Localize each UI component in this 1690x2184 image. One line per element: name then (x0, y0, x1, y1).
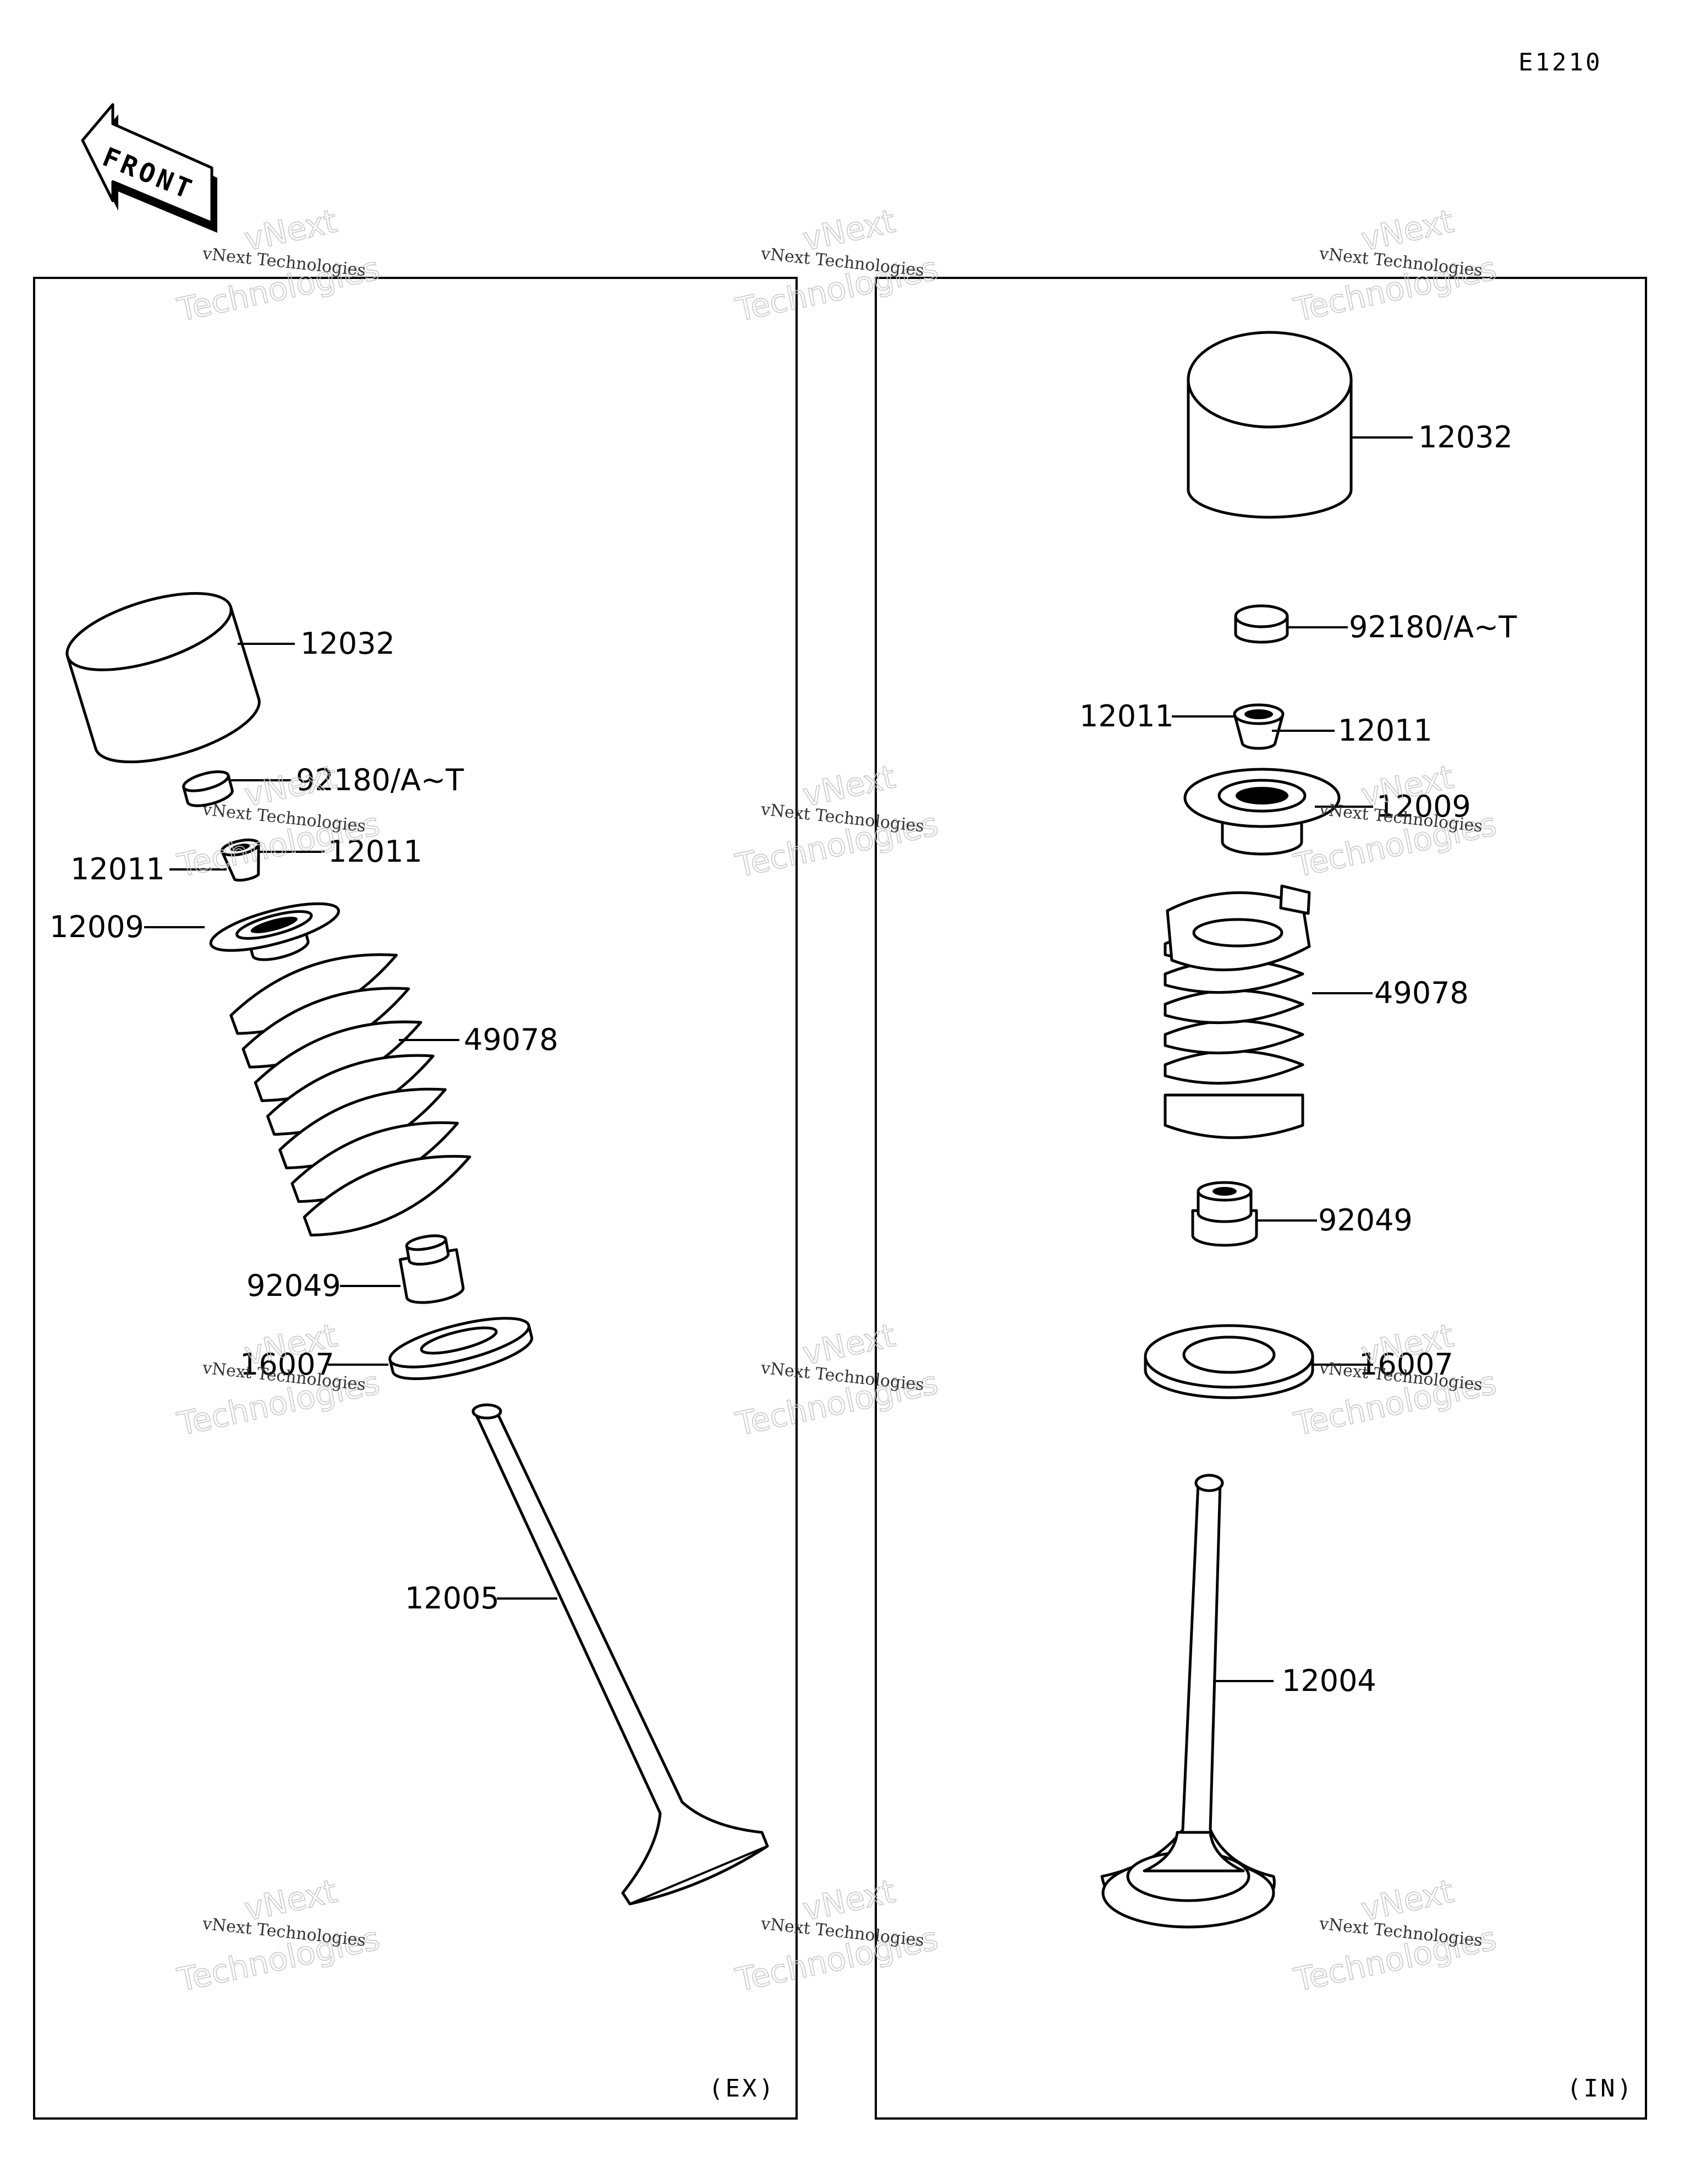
tappet-part (1187, 331, 1353, 519)
retainer-part (1183, 768, 1341, 856)
label-retainer-in: 12009 (1376, 789, 1471, 824)
front-arrow-icon: FRONT (81, 103, 217, 233)
label-valve-in: 12004 (1282, 1663, 1376, 1698)
keeper-part (1233, 703, 1285, 750)
label-spring-in: 49078 (1374, 976, 1469, 1010)
spring-part (1164, 884, 1311, 1139)
label-shim-ex: 92180/A~T (296, 763, 464, 797)
label-tappet-ex: 12032 (300, 626, 395, 661)
label-keeper-right-ex: 12011 (328, 834, 422, 869)
keeper-part (220, 838, 260, 882)
label-spring-ex: 49078 (464, 1022, 558, 1057)
label-spring-seat-in: 16007 (1359, 1347, 1453, 1382)
panel-intake (875, 277, 1647, 2120)
shim-part (182, 770, 234, 807)
spring-seat-part (1144, 1324, 1314, 1399)
panel-tag-ex: (EX) (709, 2074, 776, 2103)
label-shim-in: 92180/A~T (1349, 610, 1517, 644)
stem-seal-part (1191, 1181, 1258, 1247)
label-stem-seal-ex: 92049 (246, 1268, 341, 1303)
tappet-part (65, 592, 261, 764)
label-keeper-left-ex: 12011 (70, 852, 165, 886)
retainer-part (209, 902, 340, 961)
spring-part (229, 953, 471, 1237)
intake-valve-part (1100, 1474, 1276, 1929)
panel-exhaust (33, 277, 798, 2120)
exhaust-valve-part (471, 1403, 769, 1906)
label-valve-ex: 12005 (405, 1581, 500, 1616)
diagram-code: E1210 (1518, 48, 1602, 76)
shim-part (1234, 604, 1289, 644)
panel-tag-in: (IN) (1567, 2074, 1634, 2103)
spring-seat-part (388, 1317, 534, 1381)
label-tappet-in: 12032 (1418, 420, 1513, 455)
label-retainer-ex: 12009 (50, 910, 144, 944)
stem-seal-part (398, 1234, 465, 1304)
label-stem-seal-in: 92049 (1318, 1203, 1413, 1238)
intake-parts: 12032 92180/A~T 12011 12011 12009 49078 … (1079, 331, 1634, 2103)
label-keeper-left-in: 12011 (1079, 699, 1174, 734)
exhaust-parts: 12032 92180/A~T 12011 12011 12009 49078 … (50, 592, 776, 2103)
label-keeper-right-in: 12011 (1338, 713, 1433, 748)
label-spring-seat-ex: 16007 (240, 1347, 334, 1382)
